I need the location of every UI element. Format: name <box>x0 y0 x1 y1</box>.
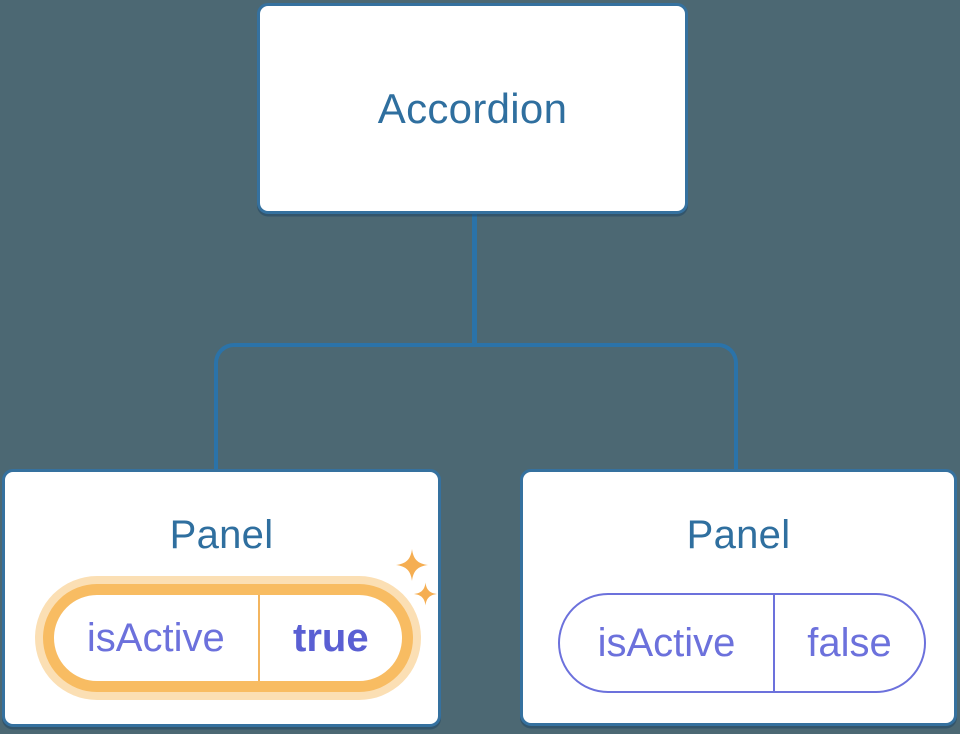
sparkle-icon-small <box>414 582 437 606</box>
state-value-label: false <box>807 621 892 665</box>
panel-node-active: Panel isActive true <box>2 469 441 727</box>
pill-divider <box>257 595 260 681</box>
accordion-label: Accordion <box>377 84 568 132</box>
panel-title: Panel <box>169 513 274 557</box>
state-pill-active: isActive true <box>43 584 413 692</box>
panel-title: Panel <box>686 513 791 557</box>
state-value-label: true <box>293 616 369 660</box>
accordion-node: Accordion <box>257 3 688 214</box>
state-key-label: isActive <box>86 616 225 660</box>
pill-divider <box>773 595 776 691</box>
state-key-label: isActive <box>597 621 736 665</box>
sparkle-icon-large <box>396 549 428 581</box>
state-pill-inactive: isActive false <box>558 593 926 693</box>
connector-branch <box>214 343 738 474</box>
panel-node-inactive: Panel isActive false <box>520 469 957 726</box>
connector-stem <box>472 212 477 347</box>
